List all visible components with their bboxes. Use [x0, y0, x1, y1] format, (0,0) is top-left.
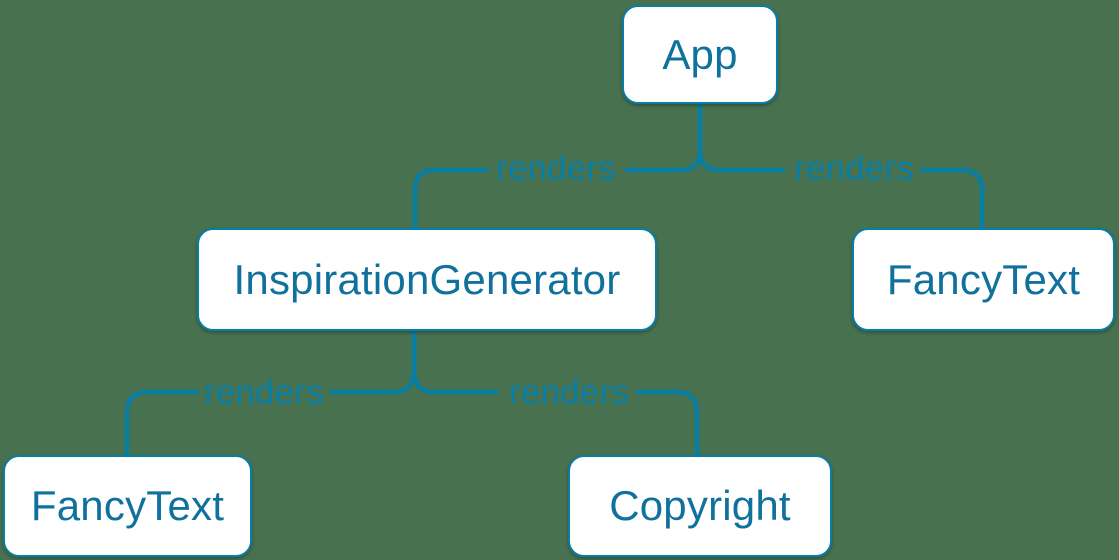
node-copyright: Copyright [568, 455, 832, 557]
node-copyright-label: Copyright [609, 482, 791, 529]
node-app-label: App [662, 30, 738, 78]
node-fancy-text-top: FancyText [852, 228, 1115, 331]
edge-app-to-fancy-text [697, 101, 985, 231]
edge-label-renders-app-inspiration: renders [495, 149, 617, 188]
node-fancy-text-top-label: FancyText [886, 255, 1081, 303]
node-fancy-text-bottom: FancyText [3, 455, 252, 557]
node-inspiration-generator-label: InspirationGenerator [233, 255, 621, 303]
edge-inspiration-generator-to-copyright [411, 328, 700, 458]
edge-label-renders-inspiration-copyright: renders [508, 373, 630, 412]
edge-label-renders-app-fancy-text: renders [793, 149, 915, 188]
node-fancy-text-bottom-label: FancyText [30, 482, 225, 529]
edge-label-renders-inspiration-fancy-text: renders [203, 373, 325, 412]
node-inspiration-generator: InspirationGenerator [197, 228, 657, 331]
node-app: App [622, 5, 778, 104]
